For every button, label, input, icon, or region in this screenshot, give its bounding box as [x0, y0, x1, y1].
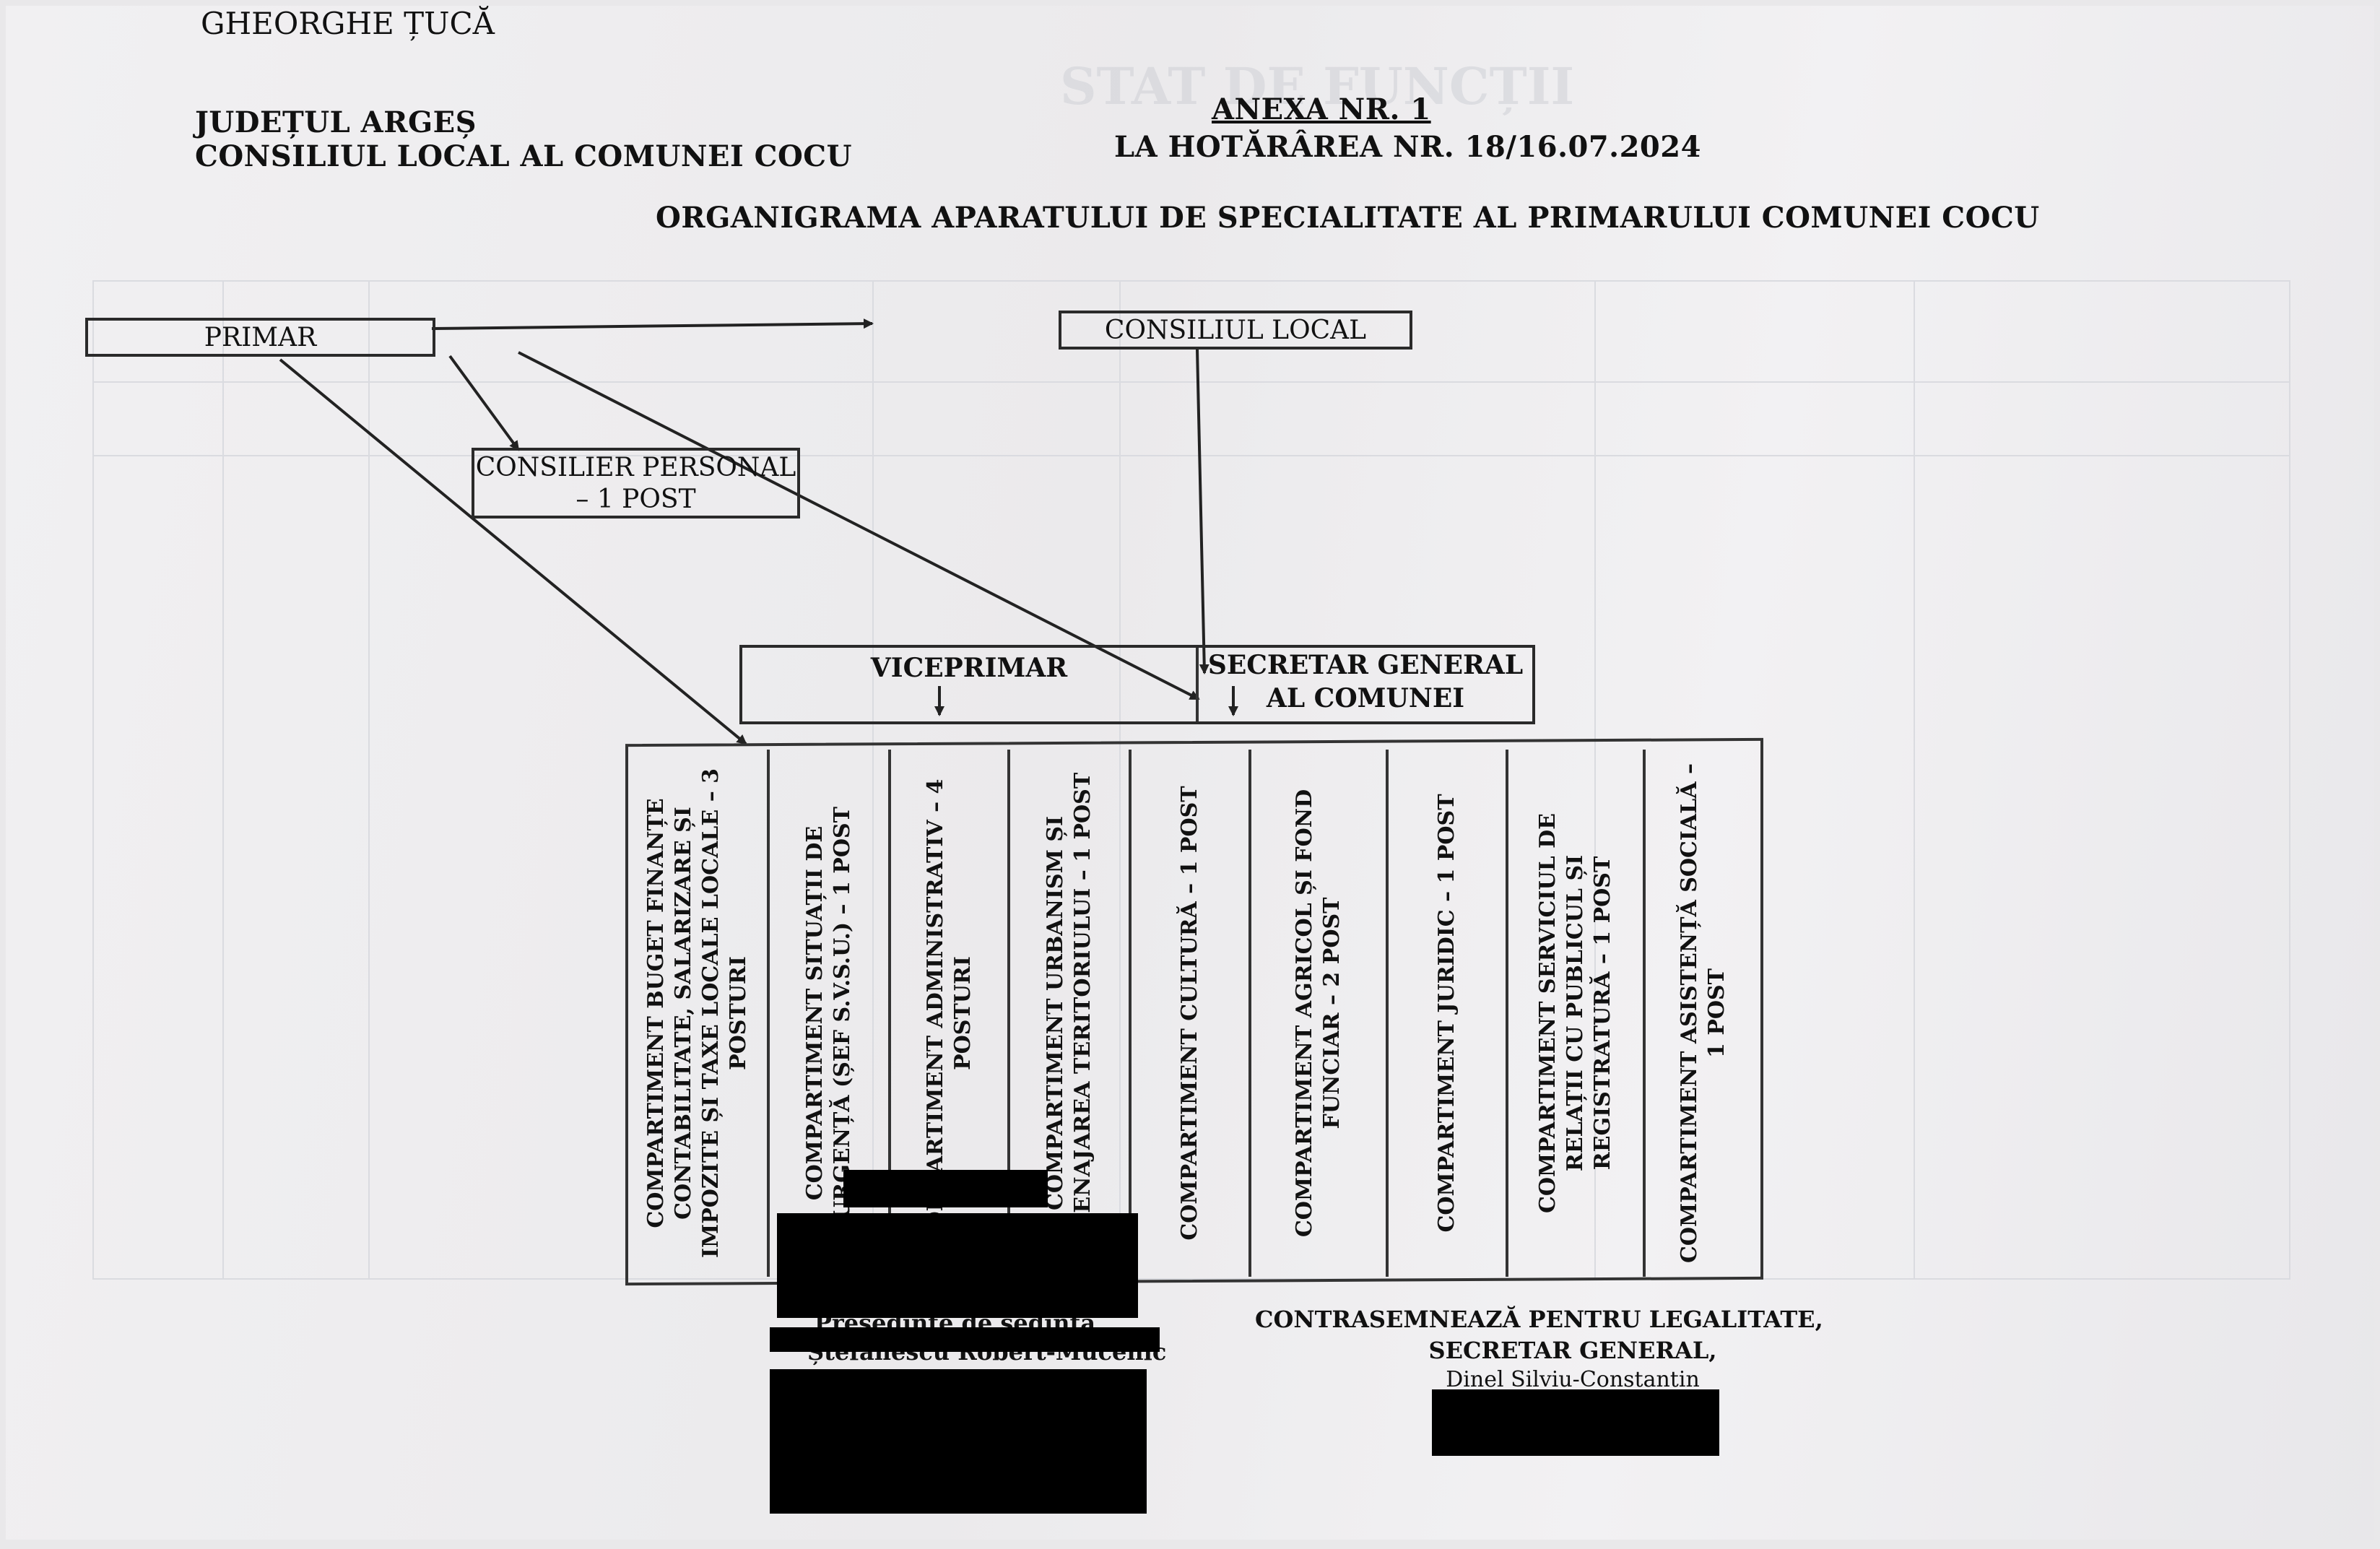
compartment-cell-asistenta: COMPARTIMENT ASISTENȚĂ SOCIALĂ – 1 POST [1643, 750, 1760, 1277]
page-title: ORGANIGRAMA APARATULUI DE SPECIALITATE A… [656, 201, 2040, 235]
primar-box: PRIMAR [85, 318, 435, 357]
ghost-table-row [92, 381, 2290, 456]
compartment-cell-buget: COMPARTIMENT BUGET FINANȚE CONTABILITATE… [628, 750, 767, 1277]
compartment-label: COMPARTIMENT BUGET FINANȚE CONTABILITATE… [643, 768, 751, 1259]
compartment-label: COMPARTIMENT JURIDIC – 1 POST [1434, 794, 1459, 1233]
consiliul-local-box: CONSILIUL LOCAL [1059, 311, 1412, 350]
compartment-label: COMPARTIMENT ASISTENȚĂ SOCIALĂ – 1 POST [1676, 763, 1729, 1263]
redaction-bar [1432, 1389, 1719, 1456]
viceprimar-label: VICEPRIMAR [870, 653, 1068, 683]
ghost-heading: STAT DE FUNCȚII [1060, 56, 1575, 116]
arrow-primar-consiliu [431, 318, 874, 330]
annex-label: ANEXA NR. 1 [1212, 92, 1431, 126]
compartment-cell-juridic: COMPARTIMENT JURIDIC – 1 POST [1386, 750, 1506, 1277]
redaction-bar [843, 1170, 1048, 1207]
compartment-label: COMPARTIMENT CULTURĂ – 1 POST [1177, 786, 1202, 1241]
redaction-bar [770, 1369, 1147, 1514]
compartment-cell-relatii: COMPARTIMENT SERVICIUL DE RELAȚII CU PUB… [1506, 750, 1643, 1277]
signature-right-line2: SECRETAR GENERAL, [1428, 1337, 1717, 1364]
secretar-label-1: SECRETAR GENERAL [1207, 650, 1524, 680]
document-page: STAT DE FUNCȚII GHEORGHE ȚUCĂ JUDEȚUL AR… [6, 6, 2374, 1540]
consilier-label-2: – 1 POST [576, 485, 696, 514]
consilier-personal-box: CONSILIER PERSONAL – 1 POST [472, 448, 800, 518]
compartment-label: COMPARTIMENT SERVICIUL DE RELAȚII CU PUB… [1535, 812, 1615, 1214]
consilier-label-1: CONSILIER PERSONAL [475, 453, 796, 482]
county-label: JUDEȚUL ARGEȘ [195, 105, 477, 139]
compartment-cell-agricol: COMPARTIMENT AGRICOL ȘI FOND FUNCIAR – 2… [1248, 750, 1386, 1277]
ghost-table [92, 280, 2290, 1280]
signature-right-line1: CONTRASEMNEAZĂ PENTRU LEGALITATE, [1255, 1306, 1823, 1333]
compartment-label: COMPARTIMENT AGRICOL ȘI FOND FUNCIAR – 2… [1292, 789, 1345, 1238]
top-name: GHEORGHE ȚUCĂ [201, 6, 495, 41]
vice-secretar-divider [1196, 648, 1199, 721]
arrow-primar-secretar [518, 351, 1200, 700]
compartment-label: COMPARTIMENT URBANISM ȘI AMENAJAREA TERI… [1043, 772, 1095, 1254]
primar-label: PRIMAR [204, 323, 317, 352]
decision-label: LA HOTĂRÂREA NR. 18/16.07.2024 [1114, 130, 1701, 164]
redaction-bar [777, 1213, 1138, 1318]
org-connectors [279, 318, 1238, 745]
arrow-primar-consilier [448, 355, 520, 451]
secretar-label-2: AL COMUNEI [1266, 683, 1465, 713]
connector-group [279, 318, 1238, 745]
arrow-primar-compartments [279, 358, 747, 745]
redaction-bar [770, 1327, 1160, 1352]
viceprimar-secretar-box: VICEPRIMAR SECRETAR GENERAL AL COMUNEI [739, 645, 1535, 724]
ghost-table-col [1594, 280, 1915, 1280]
compartment-cell-situatii: COMPARTIMENT SITUAȚII DE URGENȚĂ (ȘEF S.… [767, 750, 888, 1277]
compartment-cell-urbanism: COMPARTIMENT URBANISM ȘI AMENAJAREA TERI… [1007, 750, 1129, 1277]
council-label: CONSILIUL LOCAL AL COMUNEI COCU [195, 139, 853, 173]
arrow-consiliu-secretar [1196, 349, 1209, 674]
signature-right-name: Dinel Silviu-Constantin [1446, 1367, 1700, 1392]
compartment-cell-administrativ: COMPARTIMENT ADMINISTRATIV – 4 POSTURI [888, 750, 1007, 1277]
consiliul-local-label: CONSILIUL LOCAL [1104, 316, 1367, 345]
compartment-cell-cultura: COMPARTIMENT CULTURĂ – 1 POST [1129, 750, 1248, 1277]
ghost-table-col [222, 280, 370, 1280]
